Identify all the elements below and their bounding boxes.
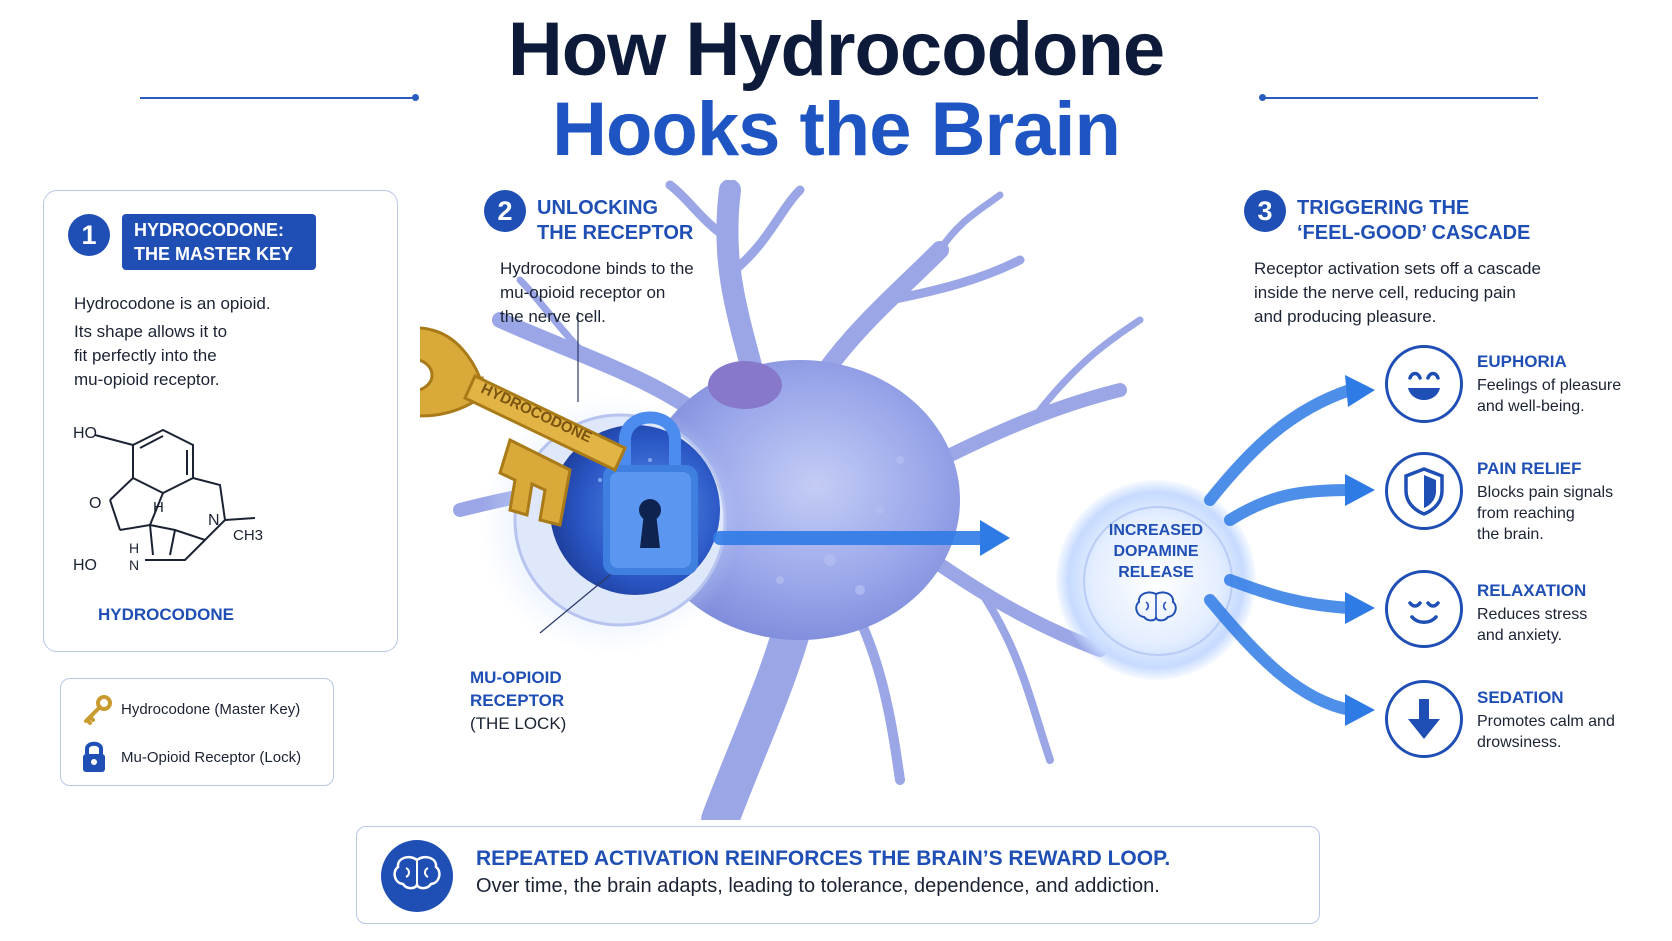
effect-desc-line: from reaching — [1477, 505, 1575, 522]
molecule-ho-bottom: HO — [73, 557, 97, 574]
euphoria-icon-circle — [1385, 345, 1463, 423]
bottom-body: Over time, the brain adapts, leading to … — [476, 875, 1160, 897]
hydrocodone-molecule: HO O H H N N CH3 HO — [73, 425, 263, 574]
shield-icon — [1404, 467, 1444, 516]
smile-icon — [1408, 371, 1440, 400]
arrow-down-icon — [1408, 699, 1440, 739]
step2-heading-line1: UNLOCKING — [537, 197, 659, 219]
effect-title-euphoria: EUPHORIA — [1477, 352, 1567, 371]
title-line-1: How Hydrocodone — [507, 7, 1165, 92]
pain-relief-icon-circle — [1385, 452, 1463, 530]
effect-desc-line: Feelings of pleasure — [1477, 377, 1622, 394]
brain-icon — [393, 855, 441, 890]
effect-desc-sedation: Promotes calm and drowsiness. — [1477, 711, 1615, 753]
neuron-illustration: HYDROCODONE — [420, 180, 1144, 820]
molecule-ch3: CH3 — [233, 527, 263, 544]
step1-heading-line1: HYDROCODONE: — [134, 220, 285, 240]
step1-heading: HYDROCODONE: THE MASTER KEY — [122, 214, 316, 270]
legend-item-key: Hydrocodone (Master Key) — [121, 701, 301, 718]
title-rule-left-dot — [412, 94, 419, 101]
step3-heading-line1: TRIGGERING THE — [1297, 197, 1470, 219]
dopamine-line3: RELEASE — [1118, 564, 1194, 581]
effect-desc-line: the brain. — [1477, 526, 1544, 543]
molecule-o: O — [89, 495, 101, 512]
receptor-label: MU-OPIOID RECEPTOR (THE LOCK) — [470, 666, 566, 735]
effect-title-sedation: SEDATION — [1477, 688, 1564, 707]
bottom-brain-badge — [381, 840, 453, 912]
effect-desc-euphoria: Feelings of pleasure and well-being. — [1477, 375, 1621, 417]
step3-number: 3 — [1244, 190, 1286, 232]
step2-body: Hydrocodone binds to the mu-opioid recep… — [500, 257, 760, 329]
step1-heading-line2: THE MASTER KEY — [134, 244, 294, 264]
molecule-n-bridge: N — [129, 557, 139, 573]
step3-body-line: Receptor activation sets off a cascade — [1254, 259, 1541, 278]
effect-desc-line: and well-being. — [1477, 398, 1585, 415]
receptor-label-line3: (THE LOCK) — [470, 714, 567, 733]
calm-face-icon — [1408, 601, 1440, 624]
effect-title-pain-relief: PAIN RELIEF — [1477, 459, 1582, 478]
effect-desc-line: drowsiness. — [1477, 734, 1562, 751]
step2-body-line: mu-opioid receptor on — [500, 283, 666, 302]
step3-body-line: inside the nerve cell, reducing pain — [1254, 283, 1516, 302]
step1-body: Hydrocodone is an opioid. Its shape allo… — [74, 292, 364, 392]
effect-desc-line: Promotes calm and — [1477, 713, 1615, 730]
dopamine-brain-icon — [1135, 591, 1177, 622]
step1-body-line: mu-opioid receptor. — [74, 370, 220, 389]
title-line-2: Hooks the Brain — [552, 87, 1121, 172]
relaxation-icon-circle — [1385, 570, 1463, 648]
receptor-label-line2: RECEPTOR — [470, 691, 565, 710]
effect-desc-line: and anxiety. — [1477, 627, 1563, 644]
dopamine-line2: DOPAMINE — [1113, 543, 1199, 560]
title-rule-right-dot — [1259, 94, 1266, 101]
dopamine-line1: INCREASED — [1108, 522, 1204, 539]
title-rule-left — [140, 97, 416, 99]
cascade-arrows — [1204, 375, 1375, 726]
effect-desc-relaxation: Reduces stress and anxiety. — [1477, 604, 1587, 646]
lock-graphic — [603, 411, 698, 575]
legend-item-lock: Mu-Opioid Receptor (Lock) — [121, 749, 302, 766]
sedation-icon-circle — [1385, 680, 1463, 758]
step3-heading: TRIGGERING THE ‘FEEL-GOOD’ CASCADE — [1297, 196, 1530, 246]
receptor-label-line1: MU-OPIOID — [470, 668, 562, 687]
molecule-h-upper: H — [153, 499, 164, 516]
bottom-title: REPEATED ACTIVATION REINFORCES THE BRAIN… — [476, 847, 1171, 870]
molecule-n: N — [208, 512, 220, 529]
step1-body-line: fit perfectly into the — [74, 346, 217, 365]
effect-title-relaxation: RELAXATION — [1477, 581, 1587, 600]
effect-desc-line: Reduces stress — [1477, 606, 1588, 623]
key-icon — [84, 695, 112, 725]
molecule-h-lower: H — [129, 540, 139, 556]
step3-body: Receptor activation sets off a cascade i… — [1254, 257, 1634, 329]
step2-body-line: the nerve cell. — [500, 307, 606, 326]
step2-body-line: Hydrocodone binds to the — [500, 259, 694, 278]
step1-body-line: Hydrocodone is an opioid. — [74, 294, 271, 313]
dopamine-label: INCREASED DOPAMINE RELEASE — [1086, 520, 1226, 583]
bottom-panel — [356, 826, 1320, 924]
step3-body-line: and producing pleasure. — [1254, 307, 1437, 326]
title-rule-right — [1262, 97, 1538, 99]
step1-number: 1 — [68, 214, 110, 256]
step3-heading-line2: ‘FEEL-GOOD’ CASCADE — [1297, 222, 1531, 244]
step2-number: 2 — [484, 190, 526, 232]
molecule-caption: HYDROCODONE — [98, 605, 235, 624]
step2-heading-line2: THE RECEPTOR — [537, 222, 694, 244]
effect-desc-pain-relief: Blocks pain signals from reaching the br… — [1477, 482, 1613, 545]
step2-heading: UNLOCKING THE RECEPTOR — [537, 196, 693, 246]
effect-desc-line: Blocks pain signals — [1477, 484, 1614, 501]
step1-body-line: Its shape allows it to — [74, 322, 228, 341]
lock-icon — [83, 741, 105, 772]
molecule-ho-top: HO — [73, 425, 97, 442]
